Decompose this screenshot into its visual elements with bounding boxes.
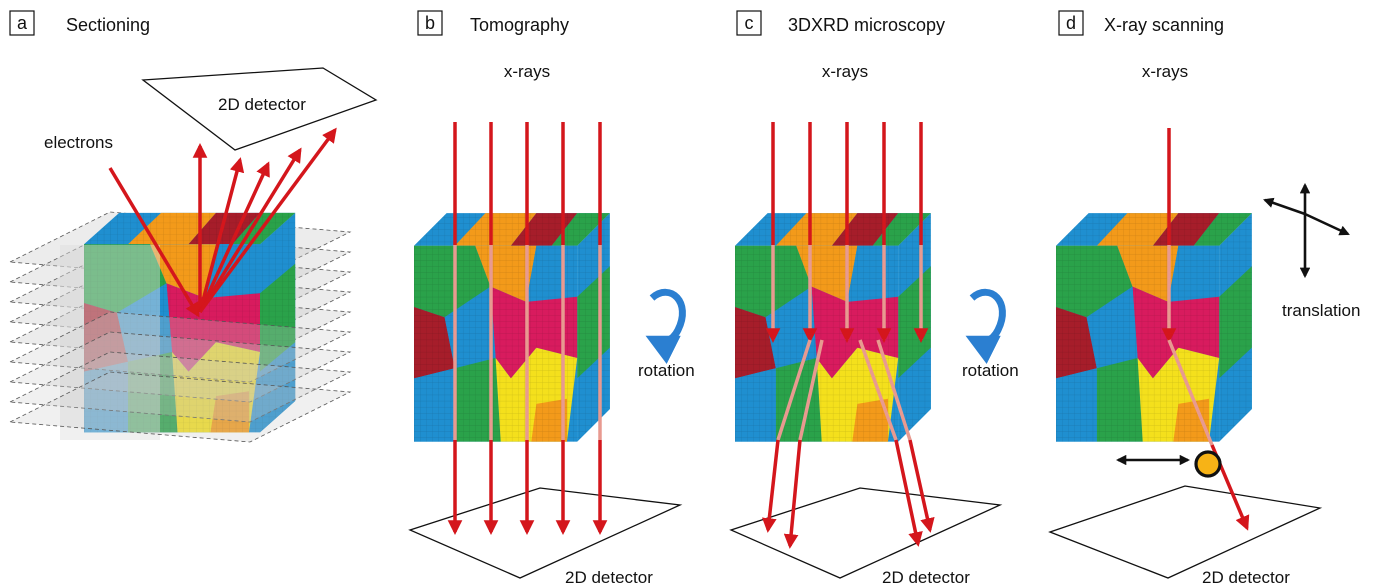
panel-b: b Tomography x-rays 2D detector <box>408 10 695 587</box>
panel-a-letter-box <box>9 10 35 36</box>
panel-d-motion-label: translation <box>1282 301 1360 320</box>
panel-a-beams <box>108 127 337 318</box>
panel-d-detector <box>1048 485 1323 579</box>
panel-c-detector-label: 2D detector <box>882 568 970 587</box>
panel-d: d X-ray scanning x-rays 2D detector tran… <box>1048 10 1360 587</box>
panel-d-letter: d <box>1066 13 1076 33</box>
panel-b-letter: b <box>425 13 435 33</box>
panel-b-letter-box <box>417 10 443 36</box>
panel-a-title: Sectioning <box>66 15 150 35</box>
panel-d-grain-cube <box>1056 213 1252 442</box>
panel-b-detector-label: 2D detector <box>565 568 653 587</box>
panel-c-beams <box>761 122 935 549</box>
panel-c-motion-label: rotation <box>962 361 1019 380</box>
panel-d-letter-box <box>1058 10 1084 36</box>
pinhole-aperture-icon <box>1194 450 1222 478</box>
section-planes-front <box>8 311 352 443</box>
panel-a-detector <box>141 67 378 151</box>
panel-a-letter: a <box>17 13 28 33</box>
panel-c-letter: c <box>745 13 754 33</box>
panel-a-detector-label: 2D detector <box>218 95 306 114</box>
panel-c-grain-cube <box>735 213 931 442</box>
panel-b-title: Tomography <box>470 15 569 35</box>
panel-c-title: 3DXRD microscopy <box>788 15 945 35</box>
panel-c: c 3DXRD microscopy x-rays 2D detector <box>729 10 1019 587</box>
panel-c-source-label: x-rays <box>822 62 868 81</box>
four-way-translation-arrow-icon <box>1263 182 1350 279</box>
panel-a-sectioned-block <box>60 245 160 440</box>
panel-c-letter-box <box>736 10 762 36</box>
panel-d-title: X-ray scanning <box>1104 15 1224 35</box>
panel-a-source-label: electrons <box>44 133 113 152</box>
panel-b-motion-label: rotation <box>638 361 695 380</box>
panel-b-source-label: x-rays <box>504 62 550 81</box>
curved-rotation-arrow-icon <box>965 288 1006 364</box>
panel-b-beams <box>447 122 608 535</box>
curved-rotation-arrow-icon <box>645 288 686 364</box>
panel-b-grain-cube <box>414 213 610 442</box>
panel-c-detector <box>729 487 1003 579</box>
panel-a: a Sectioning 2D detector electrons <box>8 10 378 443</box>
panel-d-source-label: x-rays <box>1142 62 1188 81</box>
panel-d-detector-label: 2D detector <box>1202 568 1290 587</box>
panel-b-detector <box>408 487 683 579</box>
